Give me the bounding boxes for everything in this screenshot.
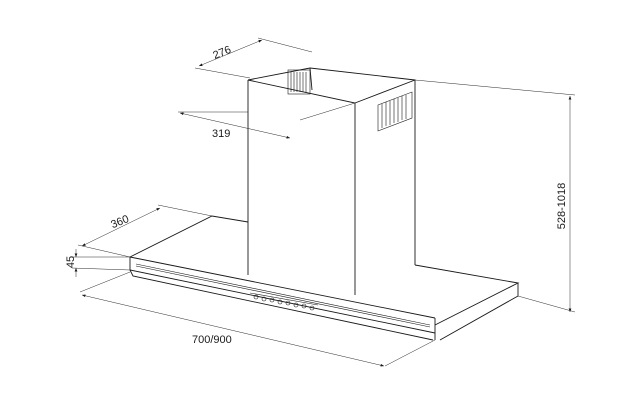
svg-text:276: 276	[211, 44, 233, 62]
svg-text:45: 45	[65, 256, 77, 268]
svg-text:528-1018: 528-1018	[556, 183, 568, 230]
svg-text:319: 319	[212, 128, 230, 140]
dimension-canopy-width: 700/900	[79, 271, 436, 367]
dimension-total-height: 528-1018	[414, 79, 576, 313]
chimney-vent-back	[287, 69, 311, 95]
dimension-chimney-depth: 276	[194, 37, 313, 79]
dimension-chimney-width: 319	[178, 102, 356, 140]
chimney-vent-side	[377, 91, 413, 132]
canopy	[129, 215, 520, 341]
svg-text:700/900: 700/900	[192, 334, 232, 346]
dimension-canopy-height: 45	[65, 249, 131, 277]
chimney	[247, 67, 416, 295]
svg-text:360: 360	[109, 213, 131, 231]
